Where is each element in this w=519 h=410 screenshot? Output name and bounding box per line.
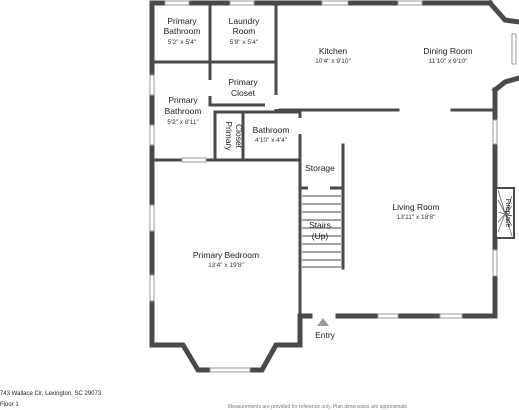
label-laundry-2: Room [233,26,256,36]
dims-kitchen: 10'4" x 9'10" [315,58,351,65]
footer-address: 743 Wallace Cir, Lexington, SC 29073 [0,391,102,397]
label-living-room: Living Room [392,202,439,212]
label-laundry-1: Laundry [229,16,260,26]
label-kitchen: Kitchen [319,46,348,56]
fireplace-block [495,187,515,239]
footer-floor: Floor 1 [0,402,19,408]
label-storage: Storage [305,163,335,173]
label-stairs-1: Stairs [309,220,331,230]
dims-dining-room: 11'10" x 9'10" [429,58,468,65]
label-primary-closet-narrow-2: Closet [234,124,244,149]
dims-bathroom: 4'10" x 4'4" [255,137,288,144]
stair-treads [302,195,341,268]
room-labels: Primary Bathroom 5'2" x 5'4" Laundry Roo… [164,16,511,340]
label-primary-bathroom-top-2: Bathroom [164,26,201,36]
label-primary-closet-narrow-1: Primary [224,121,234,151]
dims-primary-bedroom: 13'4" x 19'8" [208,262,244,269]
label-stairs-2: (Up) [312,231,329,241]
label-primary-bedroom: Primary Bedroom [193,250,259,260]
footer-disclaimer: Measurements are provided for reference … [228,404,409,410]
label-fireplace: Fireplace [504,199,511,228]
label-primary-bathroom-mid-1: Primary [168,95,198,105]
label-bathroom: Bathroom [253,125,290,135]
dims-laundry: 5'8" x 5'4" [230,39,259,46]
label-primary-closet-upper-2: Closet [231,88,256,98]
dims-primary-bathroom-mid: 5'2" x 8'11" [167,119,199,126]
entry-arrow-icon [317,318,329,326]
windows [149,0,517,373]
dims-primary-bathroom-top: 5'2" x 5'4" [168,39,197,46]
label-entry: Entry [315,330,336,340]
label-dining-room: Dining Room [423,46,472,56]
label-primary-closet-upper-1: Primary [228,77,258,87]
label-primary-bathroom-mid-2: Bathroom [165,106,202,116]
dims-living-room: 13'11" x 18'8" [397,214,436,221]
door-gaps [208,80,330,192]
label-primary-bathroom-top-1: Primary [167,16,197,26]
